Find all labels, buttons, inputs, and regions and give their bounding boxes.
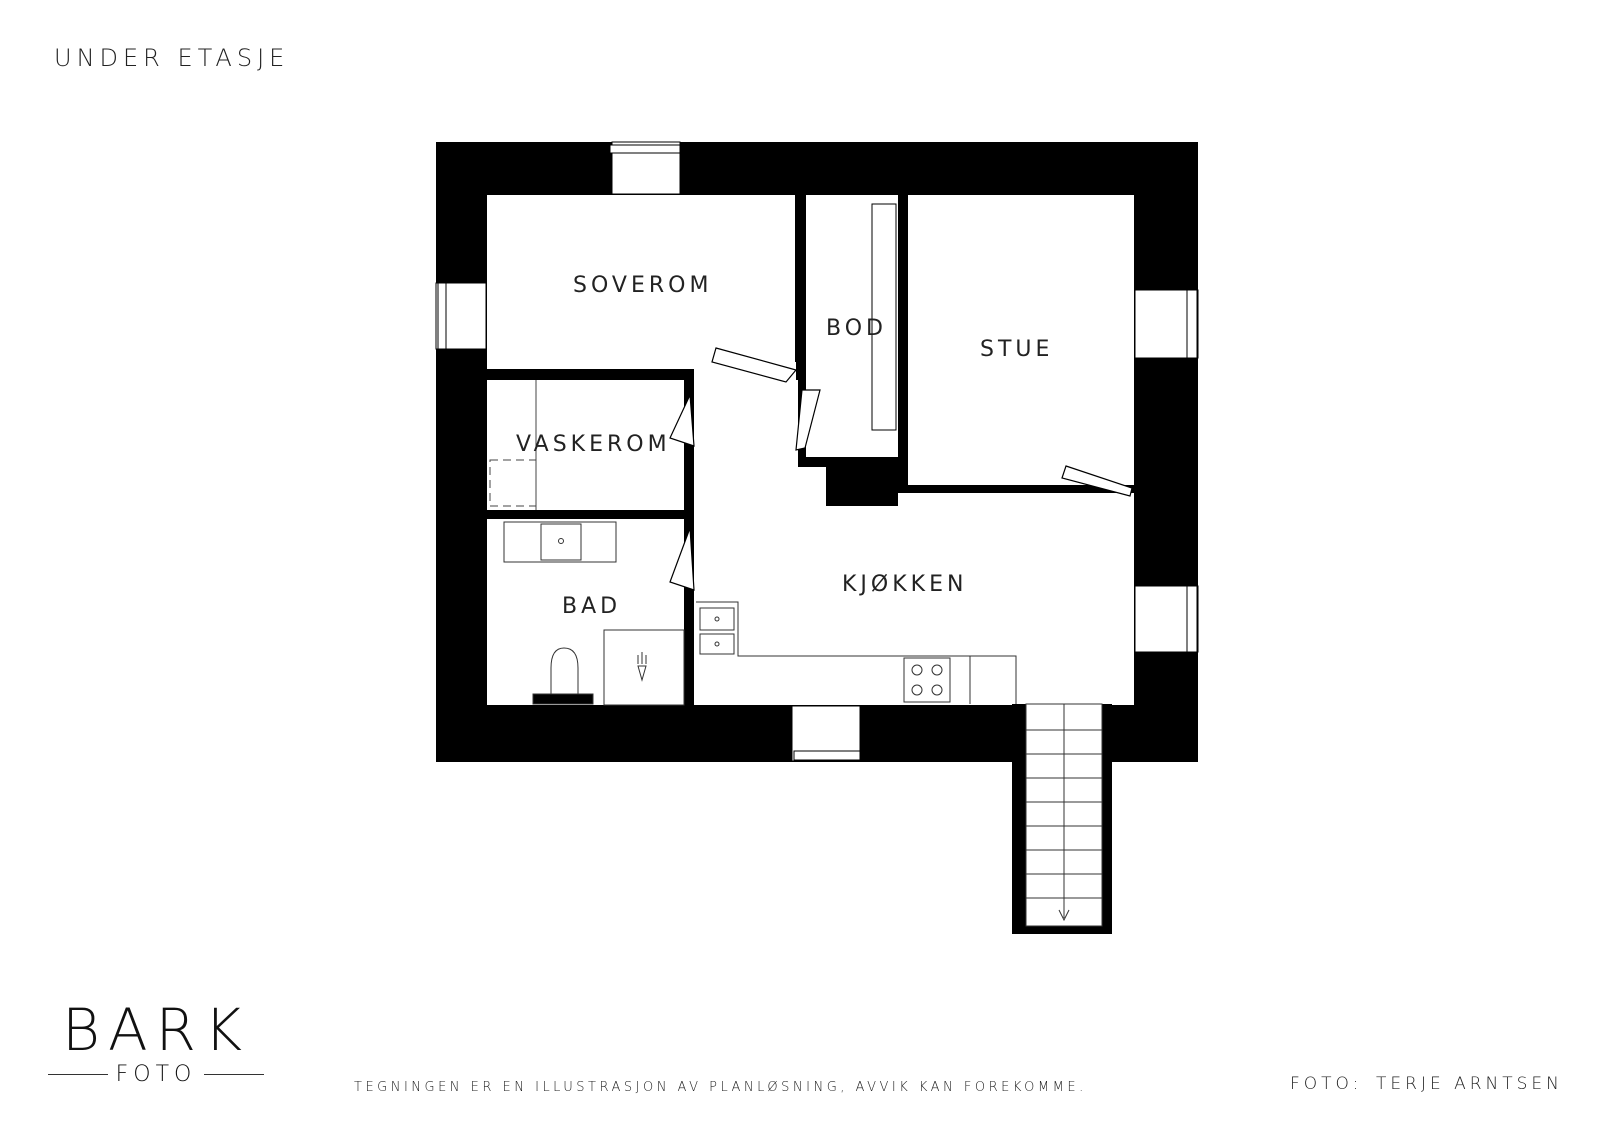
shower-drain-icon (637, 665, 647, 682)
bad-fixtures (503, 521, 685, 706)
stove-icon (903, 657, 951, 703)
logo-rule-right (204, 1074, 265, 1075)
bark-foto-logo: BARK FOTO (48, 996, 265, 1087)
bod-shelf (871, 203, 897, 431)
logo-main-text: BARK (62, 996, 250, 1064)
room-space-soverom (487, 195, 795, 369)
room-space-vaskerom (487, 380, 684, 510)
window-right-bottom-sill (1186, 585, 1198, 653)
sink-drain (558, 538, 564, 544)
room-label-bad: BAD (562, 594, 621, 619)
door-soverom (711, 347, 798, 383)
toilet-icon (550, 647, 579, 697)
room-label-stue: STUE (980, 337, 1053, 362)
disclaimer-text: TEGNINGEN ER EN ILLUSTRASJON AV PLANLØSN… (354, 1080, 1087, 1095)
room-label-bod: BOD (826, 316, 887, 341)
vaskerom-fixtures (489, 380, 537, 510)
kitchen-fixtures (696, 601, 1017, 704)
doors (669, 347, 1133, 591)
door-bad (669, 527, 695, 591)
stove-burner-2 (931, 664, 943, 676)
stairs (1012, 703, 1112, 934)
floor-title: UNDER ETASJE (54, 44, 290, 72)
stove-burner-4 (931, 684, 943, 696)
sink-1-drain (714, 616, 720, 622)
stove-burner-3 (911, 684, 923, 696)
room-label-soverom: SOVEROM (573, 273, 712, 298)
logo-sub-text: FOTO (115, 1062, 197, 1087)
kitchen-counter (696, 601, 1017, 704)
room-space-stue (908, 195, 1134, 485)
washer-outline (489, 459, 537, 507)
photo-credit-name: TERJE ARNTSEN (1376, 1074, 1563, 1094)
window-bottom-sill (793, 750, 861, 761)
room-labels: SOVEROM BOD STUE VASKEROM BAD KJØKKEN (516, 273, 1053, 619)
window-left-sill (437, 282, 447, 350)
door-bod (795, 389, 821, 451)
stair-arrow-icon (1058, 909, 1070, 922)
room-space-kjokken (694, 380, 1134, 705)
logo-sub-row: FOTO (48, 1062, 265, 1087)
room-label-kjokken: KJØKKEN (842, 572, 967, 597)
stair-treads (1026, 729, 1102, 899)
windows (435, 141, 1199, 762)
sink-2-drain (714, 641, 720, 647)
door-stue (1061, 465, 1133, 497)
photo-credit-label: FOTO: (1290, 1074, 1363, 1094)
door-vaskerom (669, 392, 695, 447)
room-label-vaskerom: VASKEROM (516, 432, 671, 457)
toilet-tank (532, 693, 594, 705)
logo-rule-left (48, 1074, 108, 1075)
window-right-top-sill (1186, 289, 1198, 359)
stove-burner-1 (911, 664, 923, 676)
window-top-sill (609, 144, 681, 154)
